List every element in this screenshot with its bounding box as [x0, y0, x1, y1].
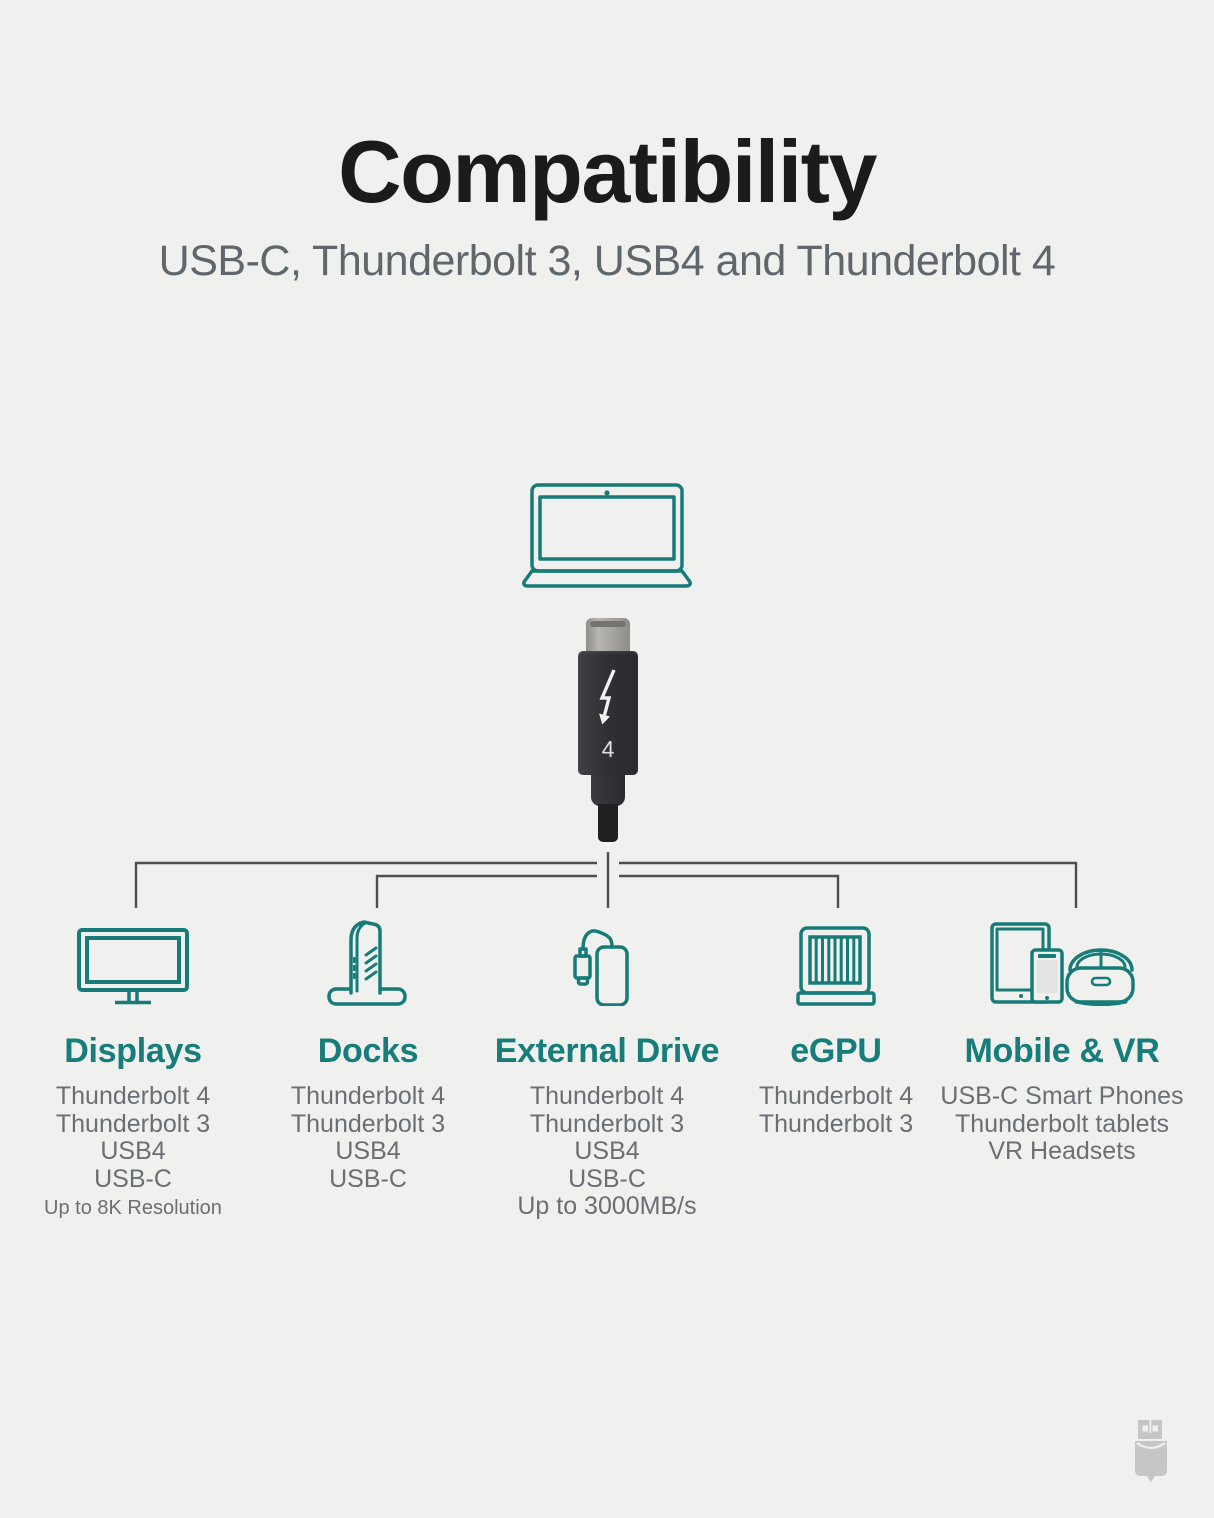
usb-plug-icon [1135, 1420, 1167, 1482]
compat-item: Thunderbolt 3 [290, 1109, 446, 1138]
port-number-label: 4 [601, 736, 615, 762]
usb-c-metal-tip [586, 618, 630, 652]
column-external-drive: External Drive Thunderbolt 4 Thunderbolt… [487, 916, 727, 1221]
compat-item: Thunderbolt 4 [529, 1082, 685, 1110]
dock-icon [248, 916, 488, 1006]
vr-headset-body [1065, 966, 1135, 1004]
connector-body: 4 [578, 651, 638, 775]
compat-item: USB4 [100, 1137, 166, 1165]
compat-list: Thunderbolt 4 Thunderbolt 3 USB4 USB-C U… [487, 1082, 727, 1221]
vr-headset-dome [1068, 948, 1134, 972]
egpu-icon [716, 916, 956, 1006]
compat-item: Thunderbolt 4 [758, 1082, 914, 1110]
column-displays: Displays Thunderbolt 4 Thunderbolt 3 USB… [13, 916, 253, 1220]
column-title: Displays [64, 1032, 202, 1070]
thunderbolt-bolt-icon [599, 669, 616, 725]
page-subtitle: USB-C, Thunderbolt 3, USB4 and Thunderbo… [158, 237, 1056, 285]
cable-wire [598, 804, 618, 842]
compat-item: Thunderbolt 3 [55, 1109, 211, 1138]
compat-item: Up to 3000MB/s [517, 1192, 697, 1220]
compat-item: USB4 [335, 1137, 401, 1165]
compat-item: Thunderbolt 4 [290, 1082, 446, 1110]
compat-item: USB-C [568, 1164, 646, 1193]
column-title: External Drive [494, 1032, 720, 1070]
compat-item: USB-C [94, 1164, 172, 1193]
mobile-vr-icon [932, 916, 1192, 1006]
compat-item: Thunderbolt 3 [758, 1109, 914, 1138]
compat-item: Thunderbolt tablets [954, 1109, 1170, 1138]
column-title: eGPU [790, 1032, 882, 1070]
page-title: Compatibility [338, 122, 877, 221]
tree-connector-lines [134, 852, 1078, 908]
usb-c-tip-slot [590, 621, 626, 627]
compat-list: Thunderbolt 4 Thunderbolt 3 USB4 USB-C [248, 1082, 488, 1193]
compat-item: Thunderbolt 3 [529, 1109, 685, 1138]
column-docks: Docks Thunderbolt 4 Thunderbolt 3 USB4 U… [248, 916, 488, 1193]
compat-item: USB-C [329, 1164, 407, 1193]
compat-item: Thunderbolt 4 [55, 1082, 211, 1110]
external-drive-icon [487, 916, 727, 1006]
compat-item: USB-C Smart Phones [940, 1082, 1184, 1110]
compat-list: USB-C Smart Phones Thunderbolt tablets V… [932, 1082, 1192, 1166]
laptop-icon [519, 483, 695, 589]
connector-neck [591, 774, 625, 806]
monitor-icon [13, 916, 253, 1006]
column-egpu: eGPU Thunderbolt 4 Thunderbolt 3 [716, 916, 956, 1138]
compat-item: VR Headsets [988, 1137, 1136, 1165]
column-title: Mobile & VR [964, 1032, 1160, 1070]
compat-item: USB4 [574, 1137, 640, 1165]
column-mobile-vr: Mobile & VR USB-C Smart Phones Thunderbo… [932, 916, 1192, 1166]
thunderbolt-cable-connector: 4 [578, 618, 638, 842]
compat-note: Up to 8K Resolution [44, 1197, 222, 1219]
plugable-usb-logo [1133, 1418, 1169, 1493]
compat-list: Thunderbolt 4 Thunderbolt 3 [716, 1082, 956, 1138]
column-title: Docks [317, 1032, 419, 1070]
compat-list: Thunderbolt 4 Thunderbolt 3 USB4 USB-C [13, 1082, 253, 1193]
